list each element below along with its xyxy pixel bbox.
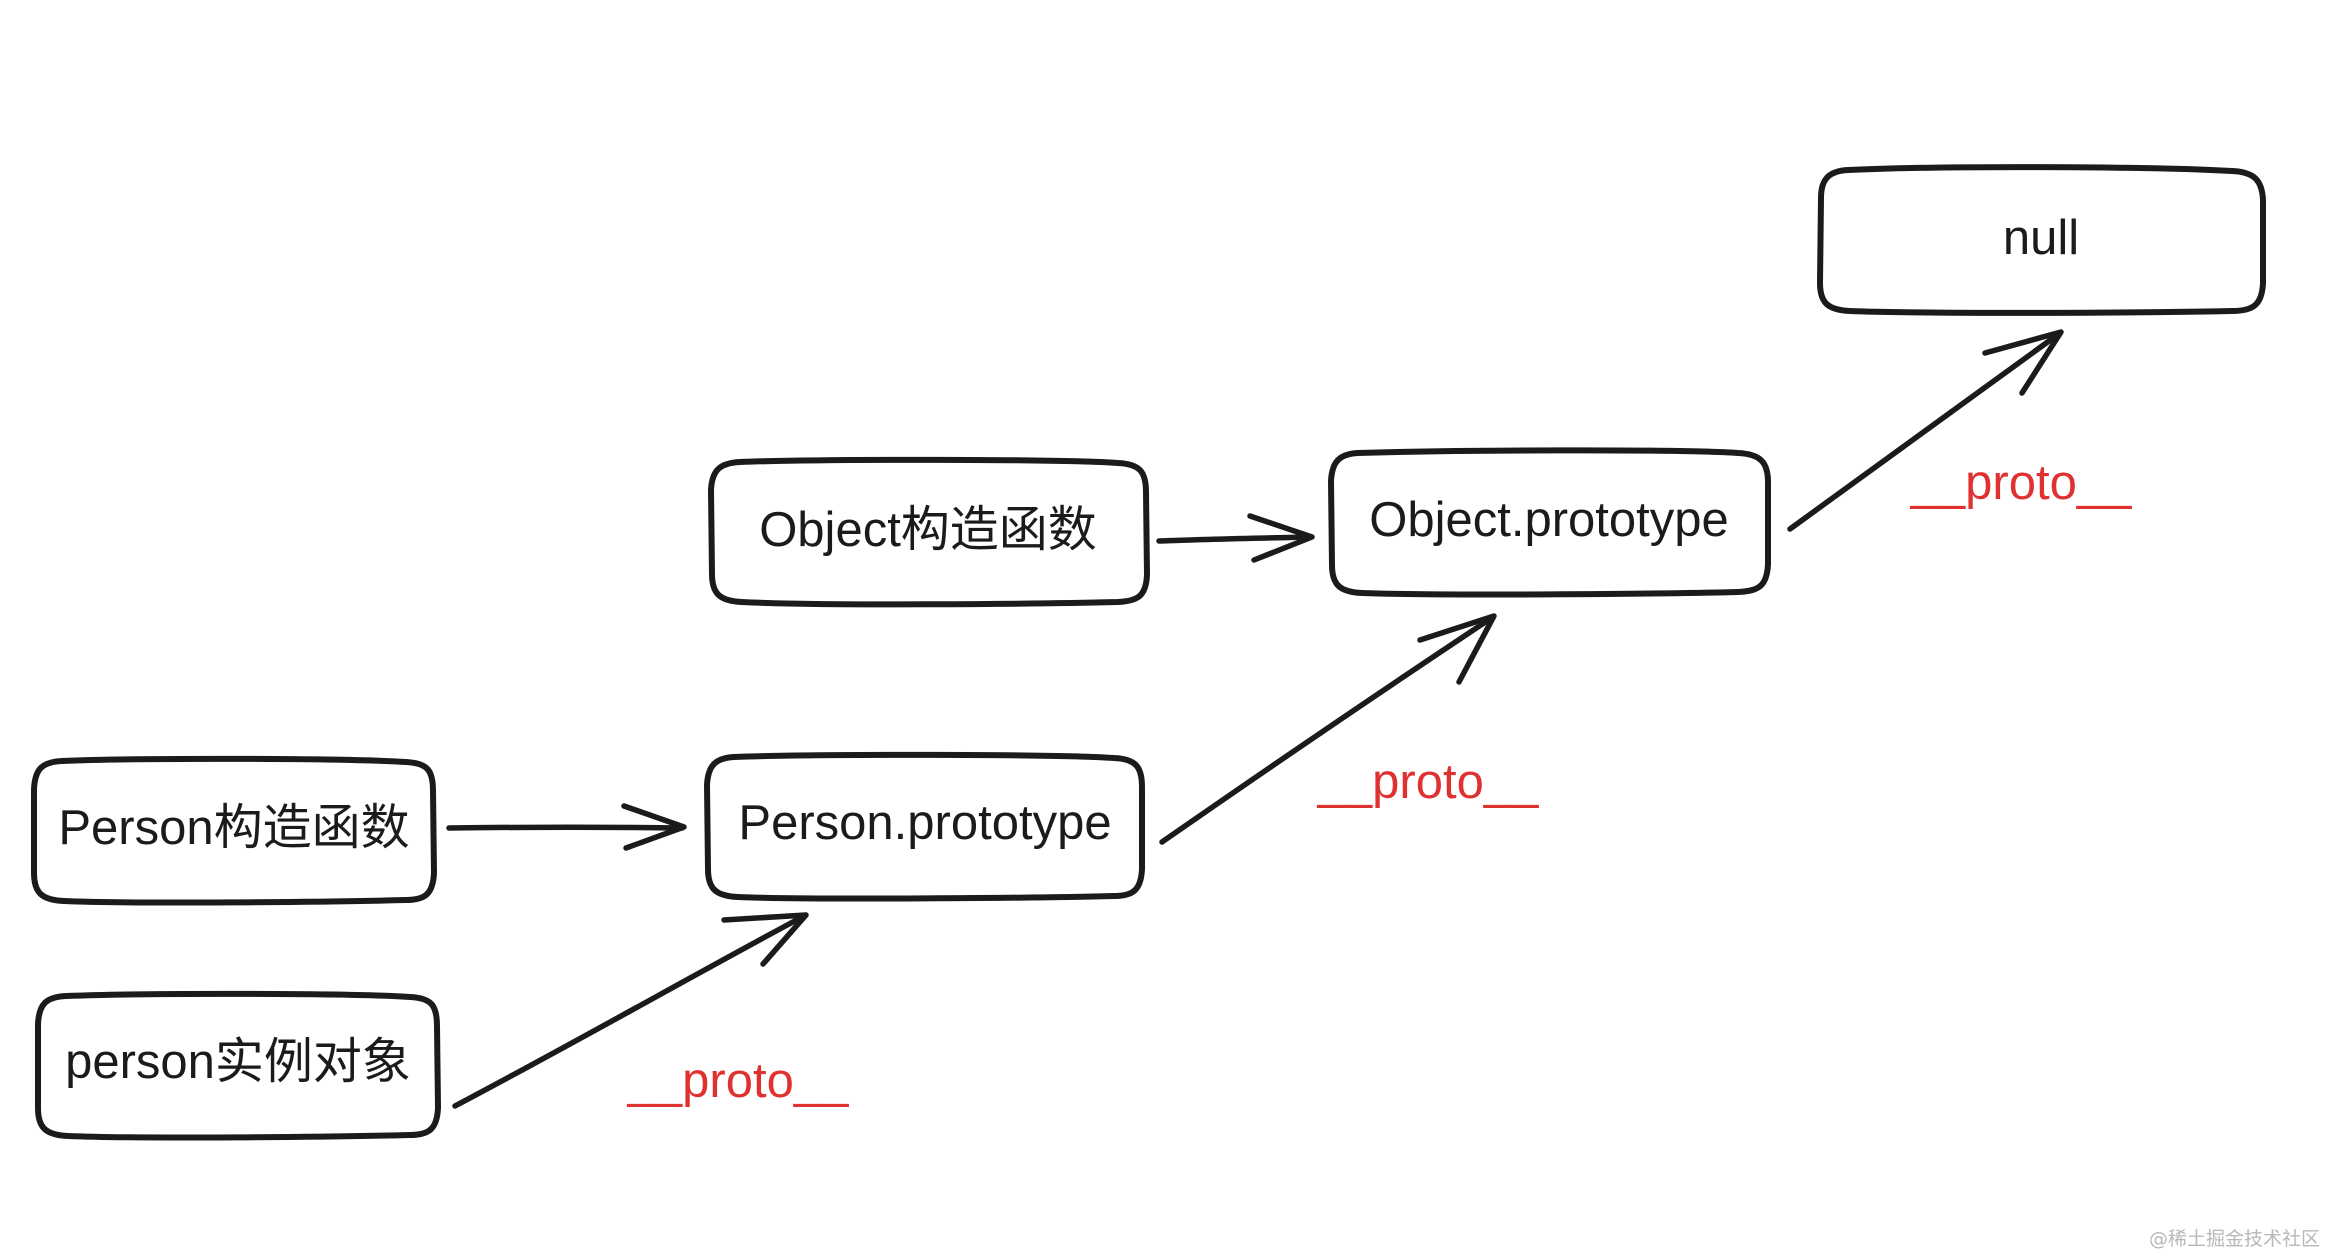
arrow-shaft bbox=[1159, 614, 1496, 845]
person-instance-node: person实例对象 bbox=[35, 990, 442, 1141]
arrow-head bbox=[1247, 513, 1315, 563]
person-prototype-node-box bbox=[703, 751, 1145, 902]
arrow-head bbox=[621, 803, 687, 851]
person-instance-node-box bbox=[35, 990, 442, 1141]
arrow-head bbox=[721, 912, 809, 967]
object-prototype-node: Object.prototype bbox=[1327, 447, 1771, 598]
null-node-box bbox=[1816, 164, 2266, 316]
person-instance-node-label: person实例对象 bbox=[65, 1035, 411, 1089]
object-prototype-proto-label: __proto__ bbox=[1910, 456, 2132, 510]
object-prototype-node-label: Object.prototype bbox=[1369, 493, 1729, 547]
arrow-shaft bbox=[446, 824, 685, 831]
watermark-text: @稀土掘金技术社区 bbox=[2149, 1228, 2320, 1250]
arrow-head bbox=[1417, 613, 1497, 685]
person-prototype-node-label: Person.prototype bbox=[738, 796, 1111, 850]
object-constructor-to-prototype-arrow bbox=[1156, 513, 1315, 563]
person-constructor-to-prototype-arrow bbox=[446, 803, 687, 851]
object-prototype-node-box bbox=[1327, 447, 1771, 598]
object-constructor-node-box bbox=[707, 456, 1151, 608]
object-constructor-node: Object构造函数 bbox=[707, 456, 1151, 608]
arrow-shaft bbox=[1156, 534, 1313, 544]
instance-proto-label: __proto__ bbox=[627, 1054, 849, 1108]
arrow-shaft bbox=[452, 913, 807, 1109]
arrow-head bbox=[1982, 329, 2064, 396]
arrow-shaft bbox=[1787, 330, 2063, 532]
person-prototype-to-object-prototype-arrow bbox=[1159, 613, 1497, 845]
null-node: null bbox=[1816, 164, 2266, 316]
person-constructor-node: Person构造函数 bbox=[31, 755, 438, 906]
object-prototype-to-null-arrow bbox=[1787, 329, 2064, 532]
null-node-label: null bbox=[2003, 211, 2079, 265]
object-constructor-node-label: Object构造函数 bbox=[759, 503, 1097, 557]
person-constructor-node-label: Person构造函数 bbox=[58, 801, 409, 855]
person-constructor-node-box bbox=[31, 755, 438, 906]
person-prototype-node: Person.prototype bbox=[703, 751, 1145, 902]
instance-to-person-prototype-arrow bbox=[452, 912, 809, 1109]
person-prototype-proto-label: __proto__ bbox=[1317, 755, 1539, 809]
